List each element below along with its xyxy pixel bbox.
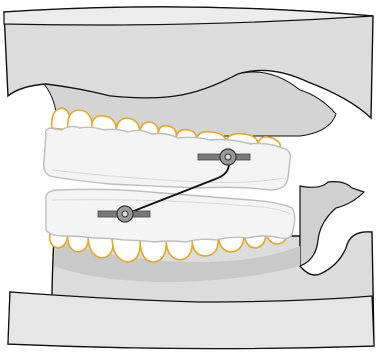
lower-pivot-center xyxy=(122,211,128,217)
upper-pivot-center xyxy=(225,154,231,160)
